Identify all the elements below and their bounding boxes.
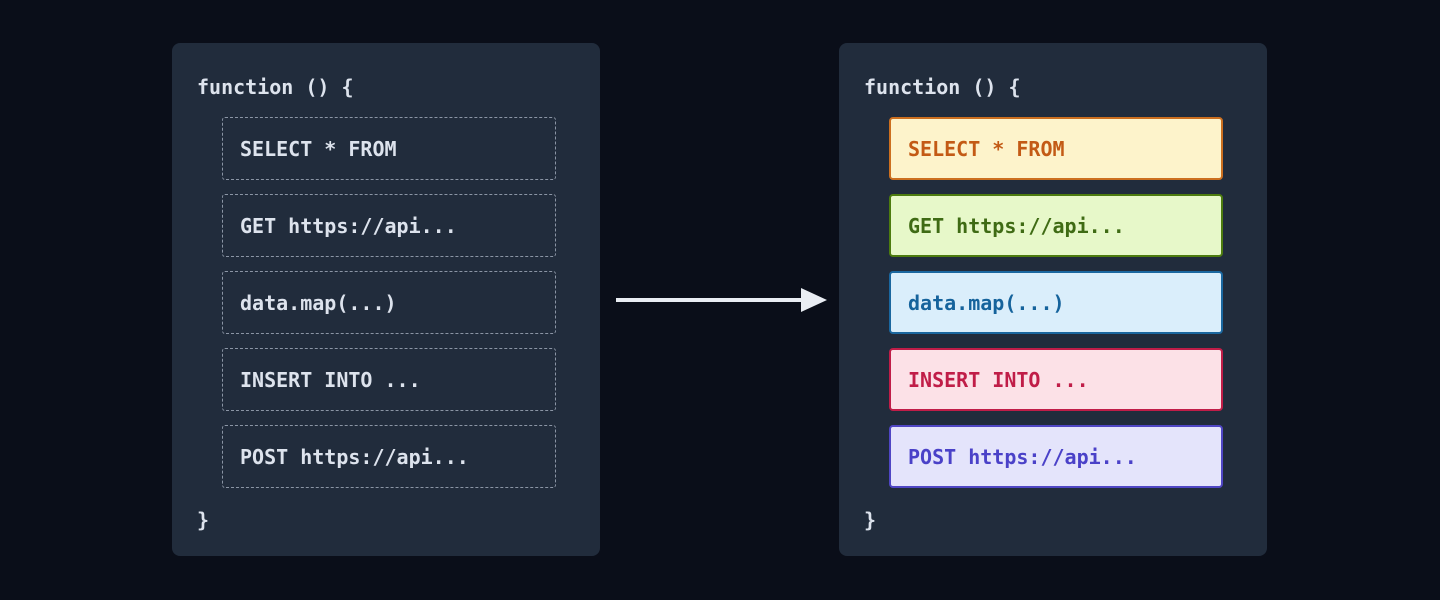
code-snippet-box: INSERT INTO ... — [222, 348, 556, 411]
classified-snippet-box: GET https://api... — [889, 194, 1223, 257]
code-snippet-box: POST https://api... — [222, 425, 556, 488]
code-snippet-box: SELECT * FROM — [222, 117, 556, 180]
source-code-panel: function () { SELECT * FROM GET https://… — [172, 43, 600, 556]
snippet-list: SELECT * FROM GET https://api... data.ma… — [222, 117, 556, 502]
function-open-brace: function () { — [864, 75, 1021, 99]
code-snippet-box: data.map(...) — [222, 271, 556, 334]
classified-snippet-list: SELECT * FROM GET https://api... data.ma… — [889, 117, 1223, 502]
function-close-brace: } — [864, 508, 877, 532]
classified-snippet-box: data.map(...) — [889, 271, 1223, 334]
function-close-brace: } — [197, 508, 210, 532]
code-snippet-box: GET https://api... — [222, 194, 556, 257]
classified-snippet-box: POST https://api... — [889, 425, 1223, 488]
classified-snippet-box: SELECT * FROM — [889, 117, 1223, 180]
classified-snippet-box: INSERT INTO ... — [889, 348, 1223, 411]
function-open-brace: function () { — [197, 75, 354, 99]
transform-arrow-icon — [613, 279, 829, 321]
classified-code-panel: function () { SELECT * FROM GET https://… — [839, 43, 1267, 556]
